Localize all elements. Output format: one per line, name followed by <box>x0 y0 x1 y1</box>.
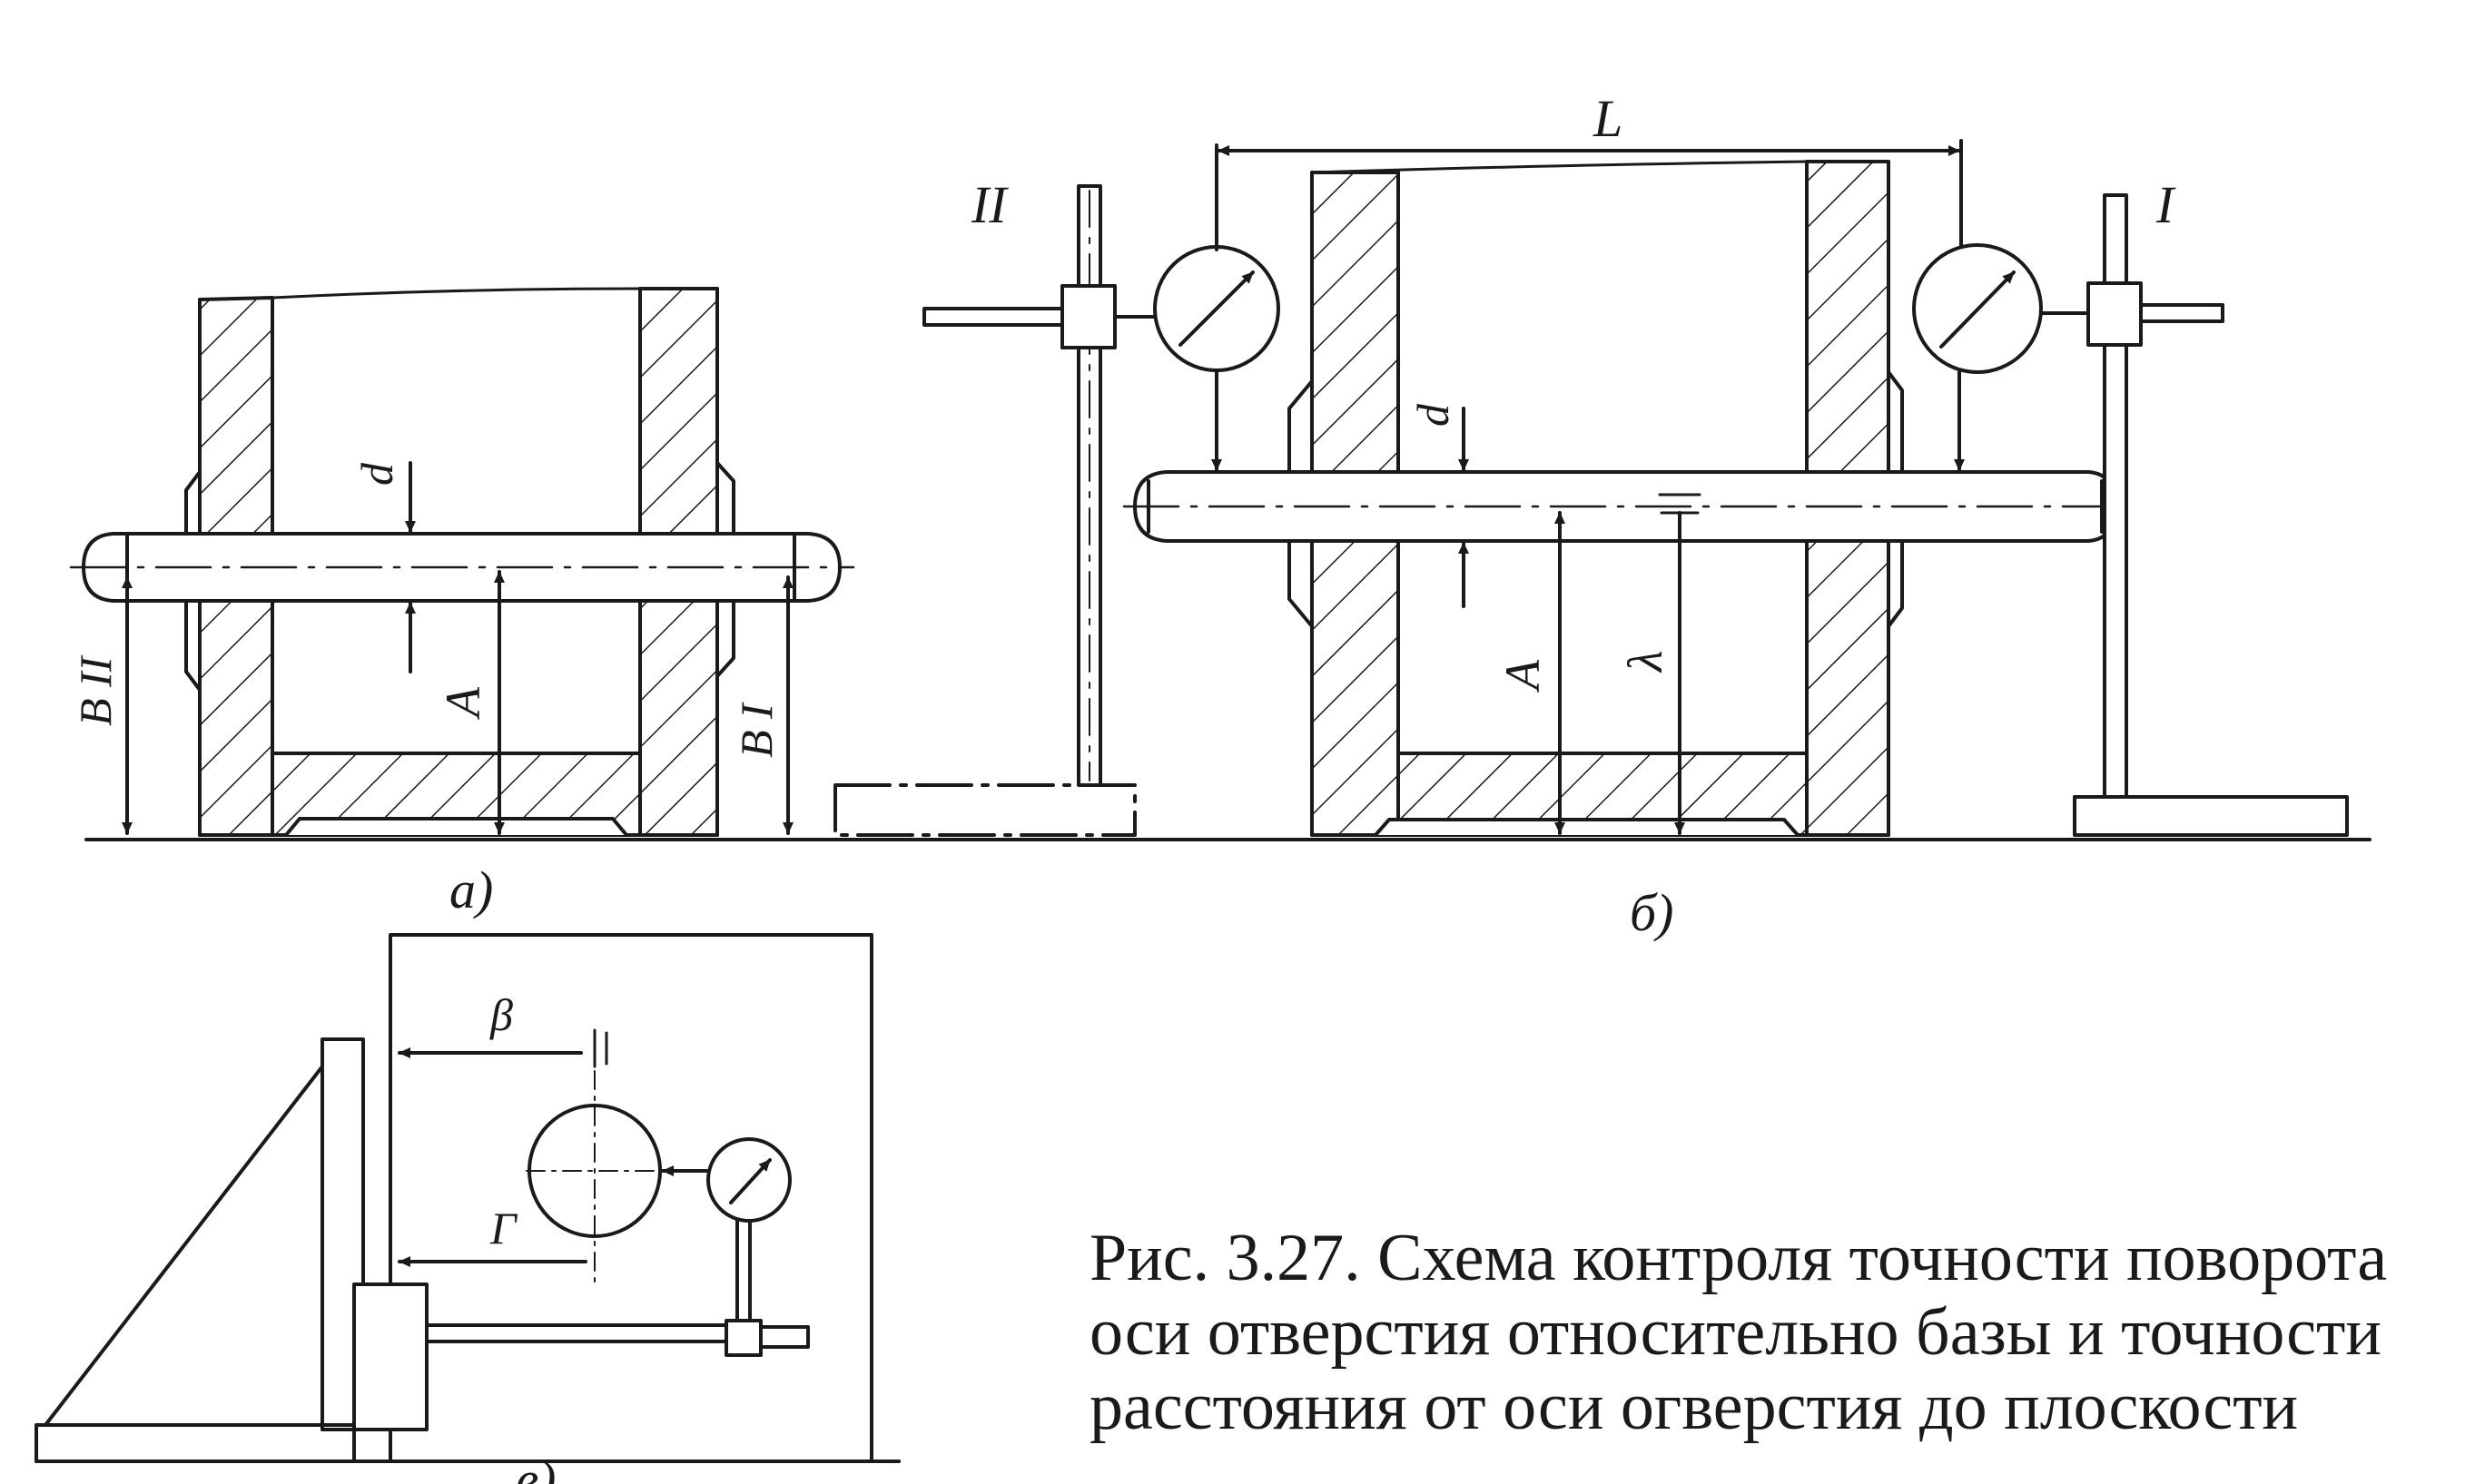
label-d-a: d <box>351 462 402 486</box>
label-BII: B II <box>70 654 121 726</box>
view-c-setup <box>35 933 901 1463</box>
mandrel-b <box>1122 470 2131 543</box>
stand-i <box>1912 193 2349 837</box>
label-A-b: A <box>1495 659 1550 693</box>
label-BI: B I <box>731 702 782 758</box>
label-view-a: a) <box>449 860 493 919</box>
label-d-b: d <box>1407 403 1458 427</box>
caption-line-2: оси отверстия относительно базы и точнос… <box>1090 1295 2381 1370</box>
label-view-b: б) <box>1630 883 1673 942</box>
stand-ii <box>833 184 1280 837</box>
figure-caption: Рис. 3.27. Схема контроля точности повор… <box>1090 1221 2460 1444</box>
label-A-a: A <box>436 686 490 720</box>
label-gamma: Γ <box>489 1203 518 1253</box>
mandrel-a <box>69 532 855 603</box>
label-view-c: в) <box>516 1450 557 1484</box>
caption-line-1: Рис. 3.27. Схема контроля точности повор… <box>1090 1221 2388 1295</box>
label-stand-I: I <box>2155 175 2176 234</box>
caption-line-3: расстояния от оси огверстия до плоскости <box>1090 1370 2299 1444</box>
label-lambda: λ <box>1618 651 1672 673</box>
label-L: L <box>1592 89 1622 148</box>
label-beta: β <box>489 989 513 1040</box>
label-stand-II: II <box>971 175 1009 234</box>
